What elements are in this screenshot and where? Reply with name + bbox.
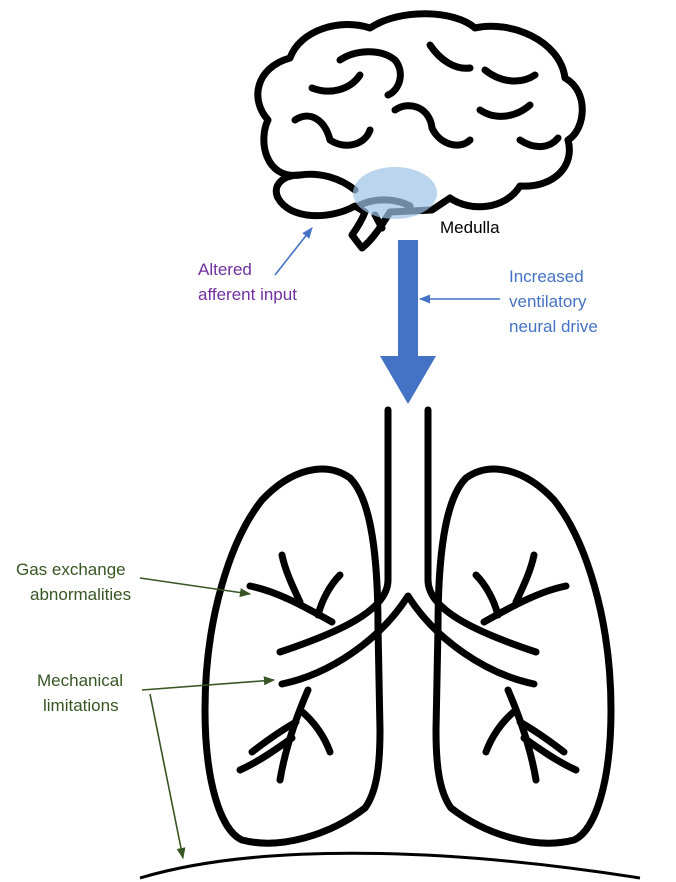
drive-label-line3: neural drive	[509, 317, 598, 336]
mechanical-label-line1: Mechanical	[37, 671, 123, 690]
mechanical-diaphragm-pointer-arrow	[150, 694, 183, 858]
drive-arrow-head	[380, 356, 436, 404]
diaphragm-line	[140, 853, 640, 878]
right-bronchus-lower	[508, 690, 536, 780]
afferent-label-line2: afferent input	[198, 285, 297, 304]
brain-fold	[395, 106, 470, 145]
afferent-pointer-arrow	[275, 228, 312, 275]
medulla-label: Medulla	[440, 218, 500, 237]
right-bronchus-twig	[476, 575, 498, 615]
brain-fold	[480, 105, 530, 116]
left-bronchus-lower	[280, 690, 308, 780]
gas-exchange-pointer-arrow	[140, 578, 250, 594]
brain-fold	[300, 174, 355, 190]
left-bronchus-twig	[318, 575, 340, 615]
left-bronchus-twig	[300, 710, 330, 752]
gas-exchange-label-line1: Gas exchange	[16, 560, 126, 579]
brain-fold	[520, 138, 558, 147]
medulla-highlight	[353, 167, 437, 219]
brain-fold	[430, 45, 470, 68]
brain-fold	[312, 75, 360, 91]
drive-arrow-shaft	[398, 240, 418, 358]
drive-label-line1: Increased	[509, 267, 584, 286]
right-bronchus-twig	[486, 710, 516, 752]
brain-fold	[485, 70, 535, 81]
ventilatory-drive-arrow	[380, 240, 436, 404]
brain-fold	[295, 116, 370, 145]
gas-exchange-label-line2: abnormalities	[30, 585, 131, 604]
afferent-label-line1: Altered	[198, 260, 252, 279]
lungs-icon	[205, 410, 611, 843]
drive-label-line2: ventilatory	[509, 292, 587, 311]
mechanical-label-line2: limitations	[43, 696, 119, 715]
